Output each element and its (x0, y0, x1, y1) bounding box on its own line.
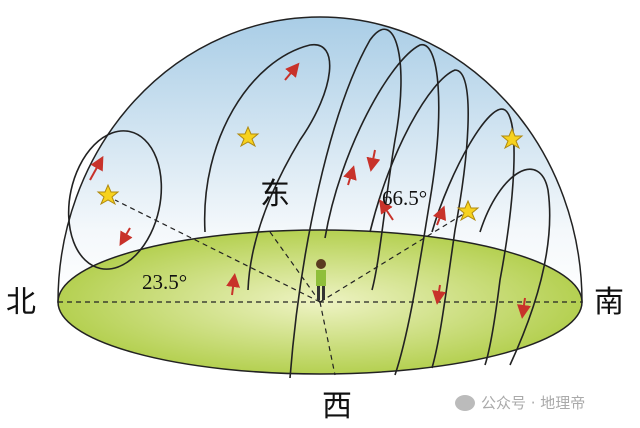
label-west: 西 (322, 389, 352, 424)
label-north: 北 (6, 285, 36, 320)
star-icon (236, 125, 260, 148)
star-trail (369, 69, 469, 369)
observer-person (316, 259, 326, 300)
angle-66-5: 66.5° (382, 186, 428, 210)
sky-dome (57, 16, 583, 303)
label-south: 南 (594, 285, 624, 320)
watermark-text: 公众号 · 地理帝 (481, 394, 586, 412)
star-trail (324, 44, 440, 376)
direction-arrows (89, 62, 531, 319)
stars (96, 125, 524, 222)
circumpolar-trail (67, 130, 163, 270)
star-icon (456, 199, 480, 222)
star-icon (500, 127, 524, 150)
angle-23-5: 23.5° (142, 270, 188, 294)
star-icon (96, 183, 120, 206)
watermark: 公众号 · 地理帝 (455, 392, 585, 413)
label-east: 东 (260, 177, 290, 212)
star-trail (203, 44, 331, 291)
star-trail (479, 168, 551, 366)
dashed-lines (58, 199, 582, 376)
wechat-icon (455, 394, 475, 411)
star-trail (431, 108, 515, 366)
